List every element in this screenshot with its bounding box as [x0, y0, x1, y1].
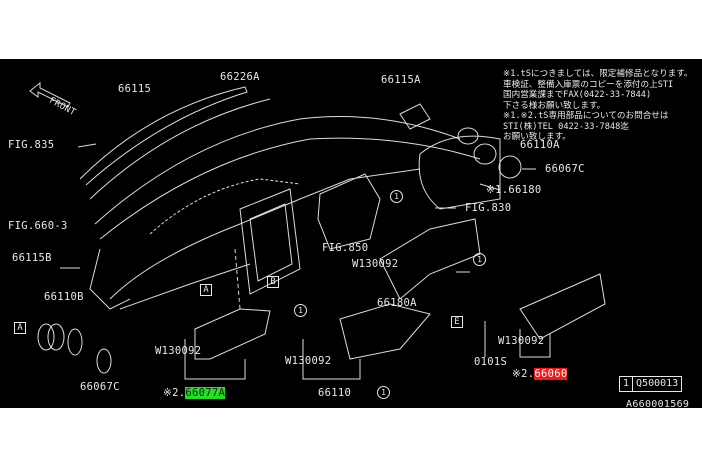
callout-1-icon: 1 [294, 304, 307, 317]
legend-part-number[interactable]: Q500013 [636, 378, 679, 389]
part-w130092[interactable]: W130092 [498, 335, 545, 347]
part-66110[interactable]: 66110 [318, 387, 352, 399]
fig-830-link[interactable]: FIG.830 [465, 202, 512, 214]
note-line: お願い致します。 [503, 132, 571, 142]
part-66060[interactable]: ※2.66060 [512, 368, 568, 380]
ref-box-b[interactable]: B [267, 276, 279, 288]
ref-box-e[interactable]: E [451, 316, 463, 328]
part-66180[interactable]: ※1.66180 [486, 184, 542, 196]
part-66226a[interactable]: 66226A [220, 71, 260, 83]
part-number-highlight: 66077A [185, 387, 226, 399]
part-w130092[interactable]: W130092 [285, 355, 332, 367]
tag-prefix: ※2. [163, 387, 186, 399]
part-w130092[interactable]: W130092 [352, 258, 399, 270]
part-66115[interactable]: 66115 [118, 83, 152, 95]
part-66067c[interactable]: 66067C [545, 163, 585, 175]
note-line: 国内営業課までFAX(0422-33-7844) [503, 90, 652, 100]
part-66110a[interactable]: 66110A [520, 139, 560, 151]
fastener-legend: 1 Q500013 [619, 376, 683, 392]
part-66115b[interactable]: 66115B [12, 252, 52, 264]
callout-1-icon: 1 [377, 386, 390, 399]
tag-prefix: ※2. [512, 368, 535, 380]
note-line: STI(株)TEL 0422-33-7848迄 [503, 121, 629, 132]
part-66110b[interactable]: 66110B [44, 291, 84, 303]
note-line: ※1.※2.tS専用部品についてのお問合せは [503, 111, 669, 121]
part-0101s[interactable]: 0101S [474, 356, 508, 368]
part-66067c[interactable]: 66067C [80, 381, 120, 393]
callout-1-icon: 1 [473, 253, 486, 266]
part-w130092[interactable]: W130092 [155, 345, 202, 357]
legend-symbol: 1 [620, 377, 634, 391]
ref-box-a[interactable]: A [14, 322, 26, 334]
note-line: 車検証、整備入庫票のコピーを添付の上STI [503, 79, 674, 90]
note-line: ※1.tSにつきましては、限定補修品となります。 [503, 69, 693, 79]
fig-660-3-link[interactable]: FIG.660-3 [8, 220, 68, 232]
fig-850-link[interactable]: FIG.850 [322, 242, 369, 254]
note-line: 下さる様お願い致します。 [503, 100, 606, 111]
front-arrow-icon [29, 81, 71, 108]
part-66077a[interactable]: ※2.66077A [163, 387, 226, 399]
diagram-canvas: ※1.tSにつきましては、限定補修品となります。 車検証、整備入庫票のコピーを添… [0, 59, 702, 410]
part-66180a[interactable]: 66180A [377, 297, 417, 309]
part-number-highlight: 66060 [534, 368, 568, 380]
ref-box-a[interactable]: A [200, 284, 212, 296]
part-66115a[interactable]: 66115A [381, 74, 421, 86]
dashboard-line-art [29, 81, 606, 380]
diagram-id: A660001569 [626, 399, 690, 410]
fig-835-link[interactable]: FIG.835 [8, 139, 55, 151]
callout-1-icon: 1 [390, 190, 403, 203]
